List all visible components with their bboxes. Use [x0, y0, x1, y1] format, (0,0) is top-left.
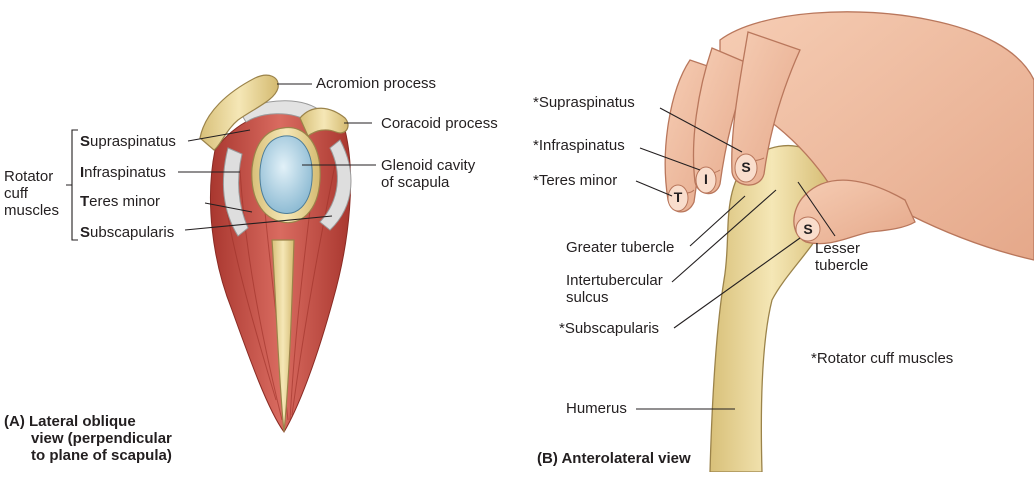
label-b-infraspinatus: *Infraspinatus — [533, 137, 625, 154]
label-glenoid-cavity: Glenoid cavity of scapula — [381, 157, 476, 191]
label-b-supraspinatus: *Supraspinatus — [533, 94, 635, 111]
finger-letter-t: T — [673, 189, 683, 205]
leader-lines — [66, 83, 836, 410]
rotator-cuff-group-label: Rotator cuff muscles — [4, 168, 60, 219]
leader-teres-minor — [204, 202, 253, 213]
nail-s1 — [734, 153, 758, 183]
coracoid-bone — [299, 107, 349, 137]
scapula-illustration — [199, 74, 352, 433]
label-b-footnote: *Rotator cuff muscles — [811, 350, 954, 367]
leader-b-teres — [635, 180, 673, 197]
scapula-spine — [271, 239, 295, 433]
leader-b-infraspinatus — [639, 147, 701, 171]
label-b-teres-minor: *Teres minor — [533, 172, 618, 189]
leader-b-lesser — [797, 181, 836, 237]
muscle-fibers — [224, 159, 336, 421]
label-b-lesser-tubercle: Lesser tubercle — [815, 240, 869, 274]
acromion-bone — [199, 74, 279, 151]
label-coracoid-process: Coracoid process — [381, 115, 498, 132]
glenoid-cavity — [259, 135, 313, 215]
caption-panel-a: (A) Lateral oblique view (perpendicular … — [4, 413, 172, 464]
leader-subscapularis — [184, 215, 333, 231]
label-teres-minor: Teres minor — [80, 193, 161, 210]
leader-b-greater — [689, 195, 746, 247]
nail-s2 — [795, 216, 821, 242]
palm — [719, 11, 1034, 261]
finger-letter-s-subscapularis: S — [803, 221, 813, 237]
nail-i — [695, 166, 717, 194]
label-subscapularis: Subscapularis — [80, 224, 175, 241]
thumb — [793, 179, 916, 245]
label-b-intertubercular-sulcus: Intertubercular sulcus — [566, 272, 663, 306]
label-b-humerus: Humerus — [566, 400, 627, 417]
nail-t — [667, 184, 689, 212]
label-infraspinatus: Infraspinatus — [80, 164, 166, 181]
label-b-greater-tubercle: Greater tubercle — [566, 239, 675, 256]
leader-b-intertubercular — [671, 189, 777, 283]
label-supraspinatus: Supraspinatus — [80, 133, 176, 150]
finger-letter-s-supraspinatus: S — [741, 159, 751, 175]
leader-b-subscapularis — [673, 237, 801, 329]
finger-supra — [731, 31, 801, 186]
tendon-sheet-right — [319, 139, 352, 231]
tendon-sheet-left — [222, 147, 249, 237]
leader-b-supraspinatus — [659, 107, 743, 153]
label-b-subscapularis: *Subscapularis — [559, 320, 660, 337]
finger-letter-i: I — [704, 171, 708, 187]
caption-panel-b: (B) Anterolateral view — [537, 450, 691, 467]
label-acromion-process: Acromion process — [316, 75, 437, 92]
leader-supraspinatus — [187, 129, 251, 142]
rotator-bracket — [66, 129, 78, 241]
humerus-hand-illustration — [664, 11, 1034, 473]
